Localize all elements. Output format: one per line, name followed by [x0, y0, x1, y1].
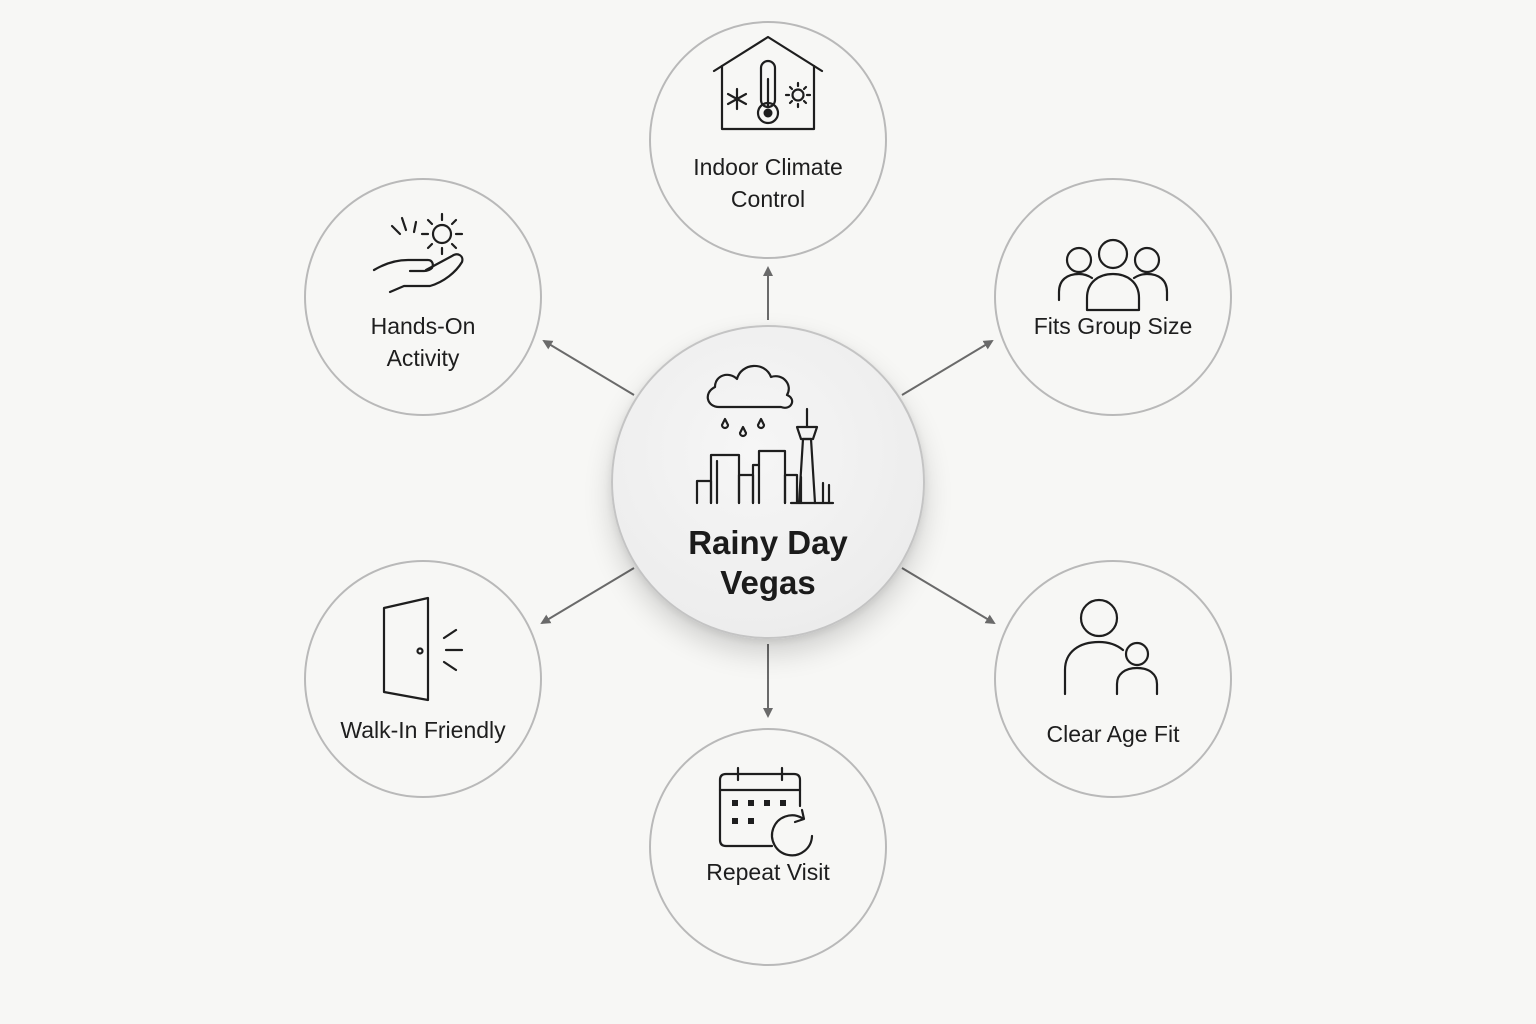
adult-and-child-icon [1063, 598, 1159, 696]
node-label: Hands-On Activity [370, 313, 476, 371]
node-label: Repeat Visit [706, 859, 830, 885]
rainy-city-skyline-icon [695, 364, 835, 505]
arrow-to-clear-age-fit [901, 567, 996, 625]
arrow-to-hands-on-activity [542, 339, 635, 396]
node-label: Clear Age Fit [1046, 721, 1180, 747]
node-label: Fits Group Size [1033, 313, 1193, 339]
center-hub-rainy-day-vegas: Rainy Day Vegas [611, 325, 925, 639]
arrow-to-fits-group-size [901, 339, 994, 396]
node-repeat-visit: Repeat Visit [649, 728, 887, 966]
calendar-repeat-icon [718, 766, 814, 857]
arrow-to-walk-in-friendly [540, 567, 635, 625]
node-clear-age-fit: Clear Age Fit [994, 560, 1232, 798]
hand-gear-icon [372, 212, 464, 294]
center-title: Rainy Day Vegas [688, 524, 848, 601]
group-of-people-icon [1057, 238, 1169, 312]
node-label: Walk-In Friendly [340, 717, 506, 743]
node-indoor-climate-control: Indoor Climate Control [649, 21, 887, 259]
house-thermometer-icon [712, 35, 824, 131]
node-fits-group-size: Fits Group Size [994, 178, 1232, 416]
node-hands-on-activity: Hands-On Activity [304, 178, 542, 416]
node-walk-in-friendly: Walk-In Friendly [304, 560, 542, 798]
node-label: Indoor Climate Control [693, 154, 843, 212]
open-door-icon [382, 596, 464, 702]
